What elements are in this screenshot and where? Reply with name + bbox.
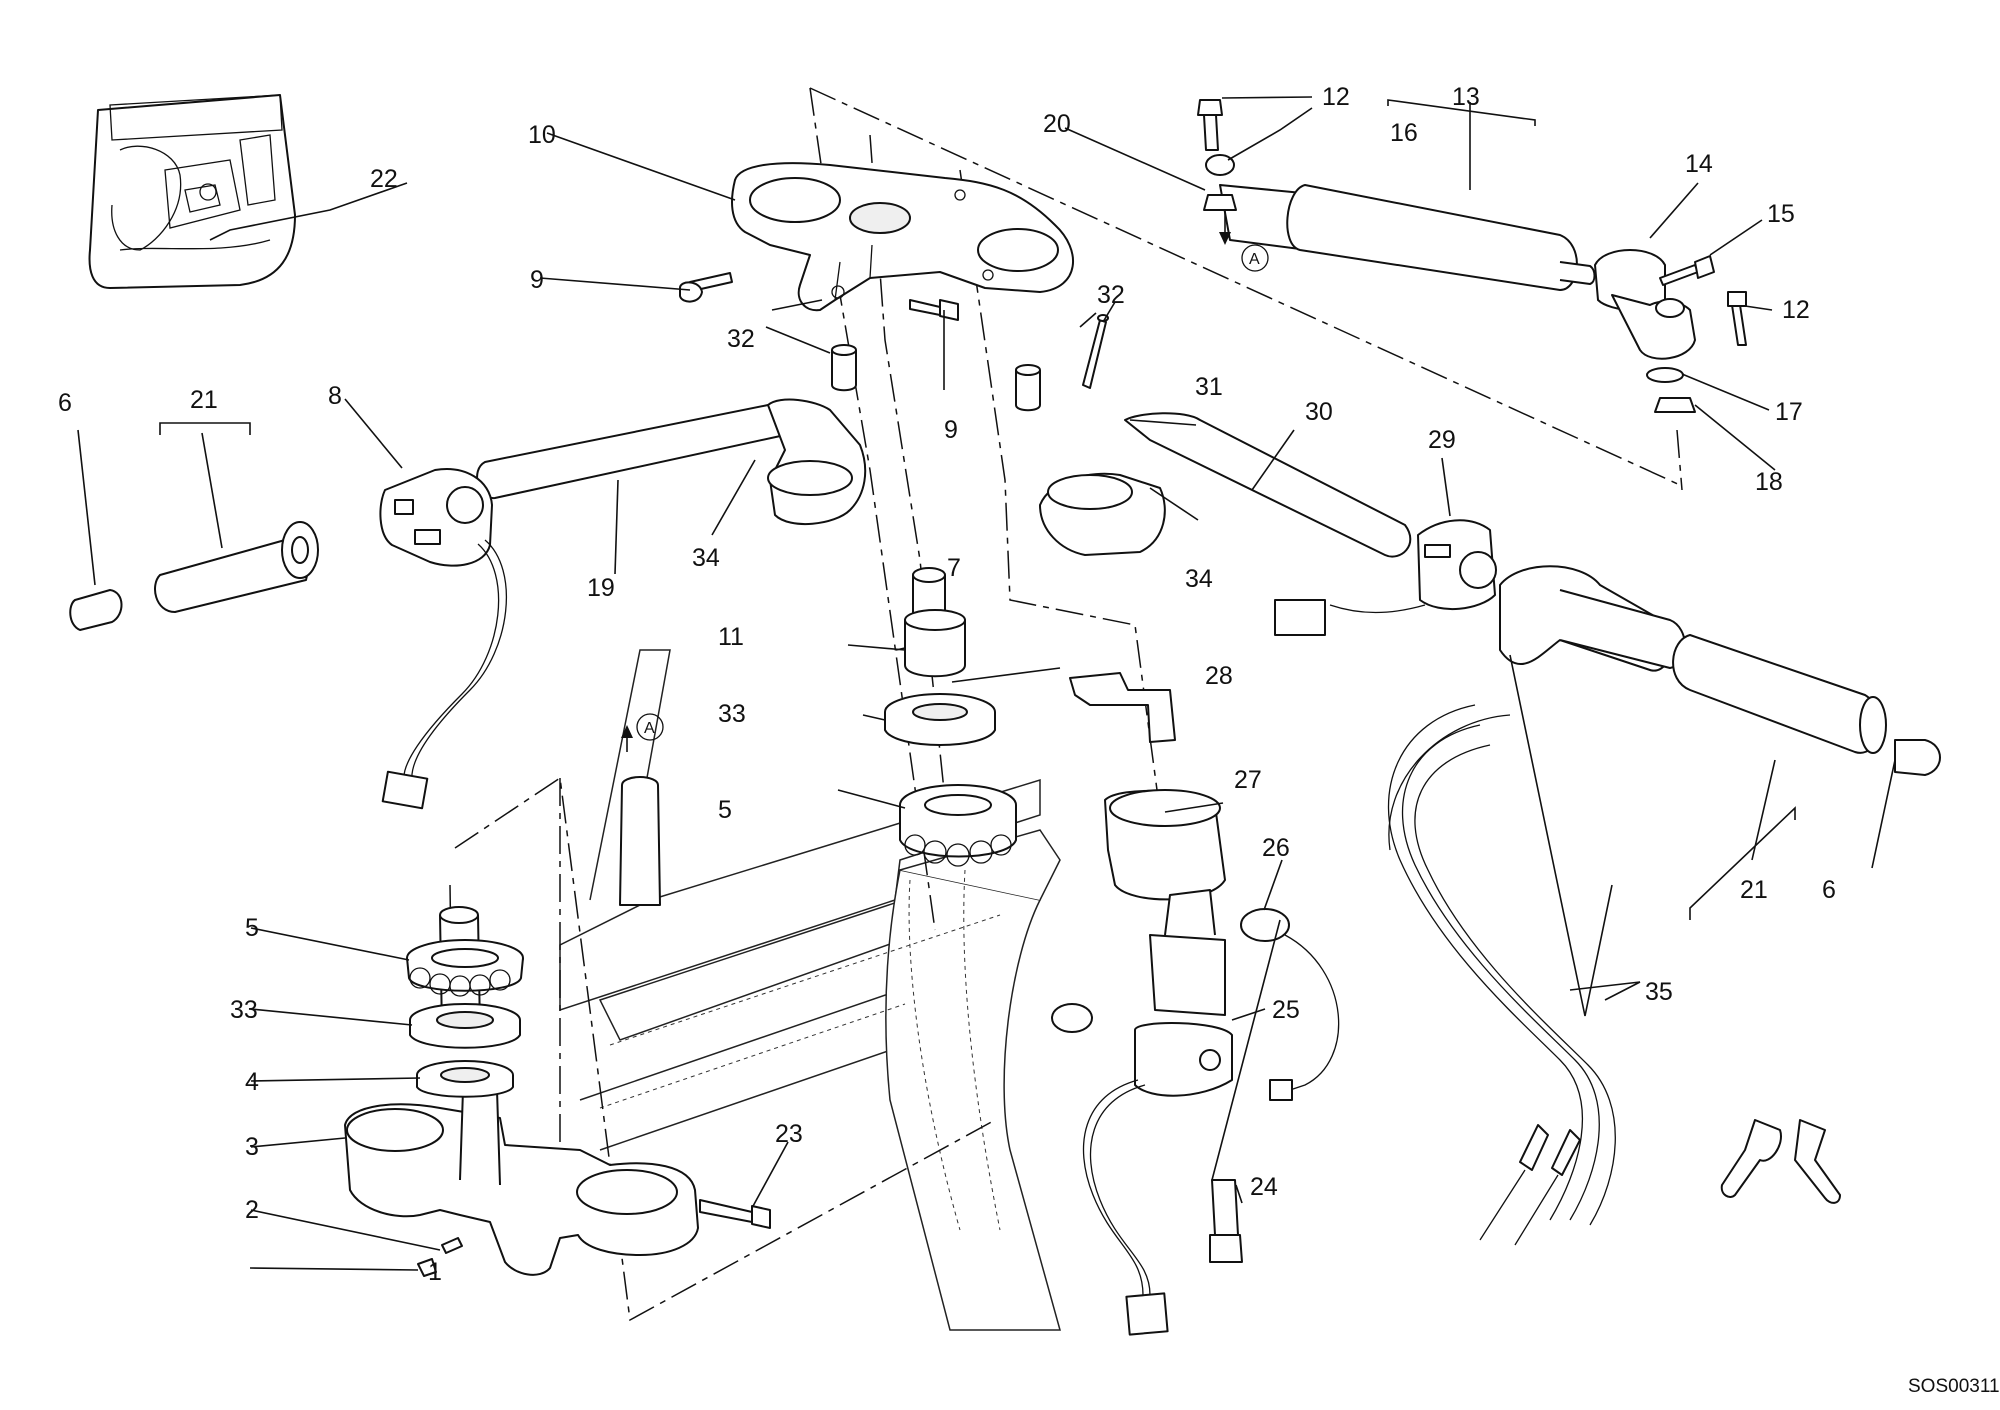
callout-17: 17 bbox=[1775, 398, 1803, 426]
callout-22: 22 bbox=[370, 165, 398, 193]
callout-33-center: 33 bbox=[718, 700, 746, 728]
callout-12-top: 12 bbox=[1322, 83, 1350, 111]
callout-34-left: 34 bbox=[692, 544, 720, 572]
callout-8: 8 bbox=[328, 382, 342, 410]
callout-2: 2 bbox=[245, 1196, 259, 1224]
callout-27: 27 bbox=[1234, 766, 1262, 794]
callout-3: 3 bbox=[245, 1133, 259, 1161]
steering-damper bbox=[1197, 99, 1747, 413]
callout-18: 18 bbox=[1755, 468, 1783, 496]
callout-19: 19 bbox=[587, 574, 615, 602]
callout-13: 13 bbox=[1452, 83, 1480, 111]
callout-32-left: 32 bbox=[727, 325, 755, 353]
callout-7: 7 bbox=[947, 554, 961, 582]
arrow-a-label-top: A bbox=[1249, 251, 1260, 268]
callout-28: 28 bbox=[1205, 662, 1233, 690]
steering-stem-parts bbox=[406, 906, 771, 1277]
leader-lines bbox=[77, 96, 1896, 1271]
center-stem-parts bbox=[679, 272, 1109, 867]
callout-21-left: 21 bbox=[190, 386, 218, 414]
dimension-brackets bbox=[159, 99, 1796, 920]
callout-20: 20 bbox=[1043, 110, 1071, 138]
callout-6-left: 6 bbox=[58, 389, 72, 417]
callout-5-center: 5 bbox=[718, 796, 732, 824]
callout-9-left: 9 bbox=[530, 266, 544, 294]
callout-29: 29 bbox=[1428, 426, 1456, 454]
callout-12-right: 12 bbox=[1782, 296, 1810, 324]
callout-35: 35 bbox=[1645, 978, 1673, 1006]
callout-24: 24 bbox=[1250, 1173, 1278, 1201]
ignition-switch bbox=[1069, 672, 1340, 1336]
callout-11: 11 bbox=[718, 623, 744, 651]
callout-21-right: 21 bbox=[1740, 876, 1768, 904]
callout-26: 26 bbox=[1262, 834, 1290, 862]
left-handlebar bbox=[69, 398, 867, 810]
callout-31: 31 bbox=[1195, 373, 1223, 401]
callout-1: 1 bbox=[428, 1258, 442, 1286]
callout-4: 4 bbox=[245, 1068, 259, 1096]
callout-5-left: 5 bbox=[245, 914, 259, 942]
callout-25: 25 bbox=[1272, 996, 1300, 1024]
callout-30: 30 bbox=[1305, 398, 1333, 426]
lower-triple-clamp bbox=[344, 1083, 699, 1276]
right-handlebar bbox=[1039, 412, 1941, 776]
reference-arrow-a-top: A bbox=[1219, 210, 1269, 272]
inset-ignition-detail bbox=[88, 94, 296, 289]
upper-triple-clamp bbox=[731, 162, 1074, 312]
callout-15: 15 bbox=[1767, 200, 1795, 228]
reference-arrow-a-bottom: A bbox=[621, 713, 664, 752]
callout-10: 10 bbox=[528, 121, 556, 149]
callout-14: 14 bbox=[1685, 150, 1713, 178]
arrow-a-label-bottom: A bbox=[644, 720, 655, 737]
callout-6-right: 6 bbox=[1822, 876, 1836, 904]
throttle-cables bbox=[1387, 704, 1616, 1246]
callout-34-right: 34 bbox=[1185, 565, 1213, 593]
callout-numbers: 1 2 3 4 5 5 6 6 7 8 9 9 10 11 12 12 13 1… bbox=[58, 83, 1836, 1286]
callout-33-left: 33 bbox=[230, 996, 258, 1024]
callout-23: 23 bbox=[775, 1120, 803, 1148]
drawing-code: SOS00311 bbox=[1908, 1376, 2000, 1397]
callout-16: 16 bbox=[1390, 119, 1418, 147]
callout-9-center: 9 bbox=[944, 416, 958, 444]
ignition-keys bbox=[1720, 1119, 1841, 1204]
callout-32-right: 32 bbox=[1097, 281, 1125, 309]
